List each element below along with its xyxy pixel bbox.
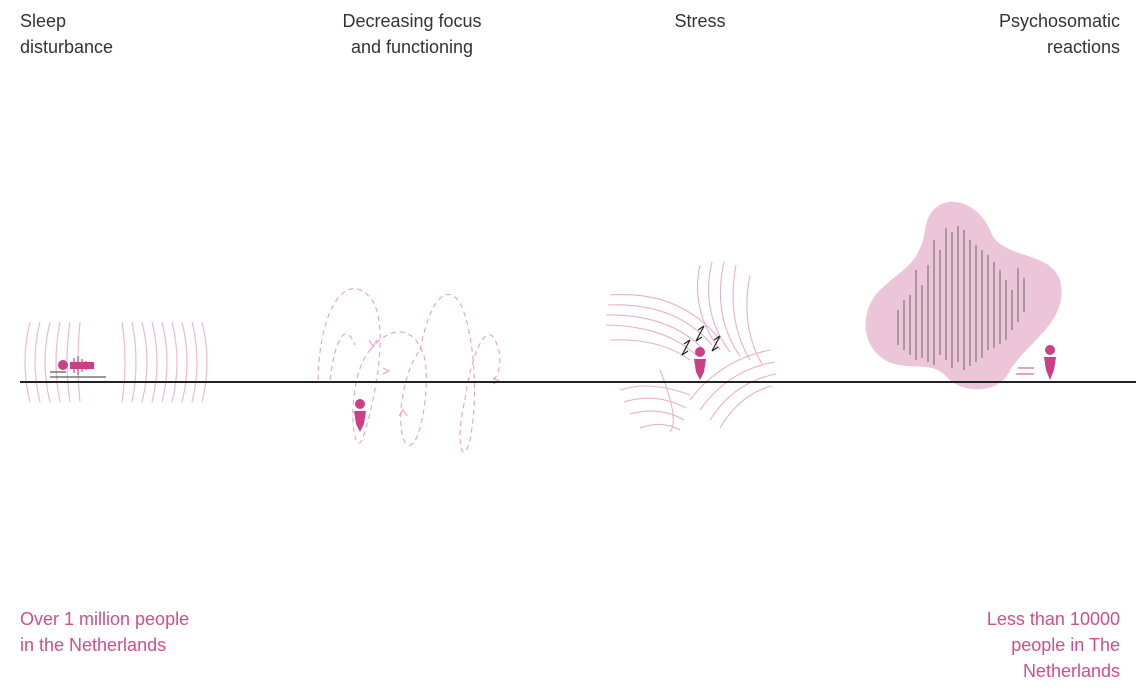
lightning-icon <box>681 325 721 356</box>
sound-wave-icon <box>73 356 91 375</box>
stage-label-line: Decreasing focus <box>342 11 482 31</box>
footnote-right: Less than 10000 people in The Netherland… <box>900 606 1120 684</box>
stage-label-line: Psychosomatic <box>998 11 1120 31</box>
footnote-line: in the Netherlands <box>20 635 167 655</box>
sleeping-person-icon <box>50 360 106 378</box>
stage-label-focus: Decreasing focus and functioning <box>312 8 512 60</box>
focus-loops <box>317 288 501 453</box>
stage-label-psychosomatic: Psychosomatic reactions <box>900 8 1120 60</box>
footnote-left: Over 1 million people in the Netherlands <box>20 606 189 658</box>
psychosomatic-lines <box>897 226 1025 370</box>
stage-label-line: and functioning <box>350 37 474 57</box>
stage-label-line: disturbance <box>20 37 114 57</box>
stage-label-line: reactions <box>1046 37 1120 57</box>
focus-arrows <box>368 339 501 417</box>
person-icon <box>694 347 706 380</box>
footnote-line: Over 1 million people <box>20 609 190 629</box>
stage-label-line: Sleep <box>20 11 67 31</box>
stage-label-sleep: Sleep disturbance <box>20 8 113 60</box>
stage-label-stress: Stress <box>640 8 760 34</box>
motion-lines <box>1016 367 1034 375</box>
stress-arcs <box>605 261 777 433</box>
person-icon <box>354 399 366 432</box>
footnote-line: people in The <box>1011 635 1120 655</box>
stage-label-line: Stress <box>674 11 726 31</box>
person-icon <box>1044 345 1056 380</box>
sleep-waves <box>24 321 208 403</box>
footnote-line: Less than 10000 <box>986 609 1120 629</box>
footnote-line: Netherlands <box>1022 661 1120 681</box>
